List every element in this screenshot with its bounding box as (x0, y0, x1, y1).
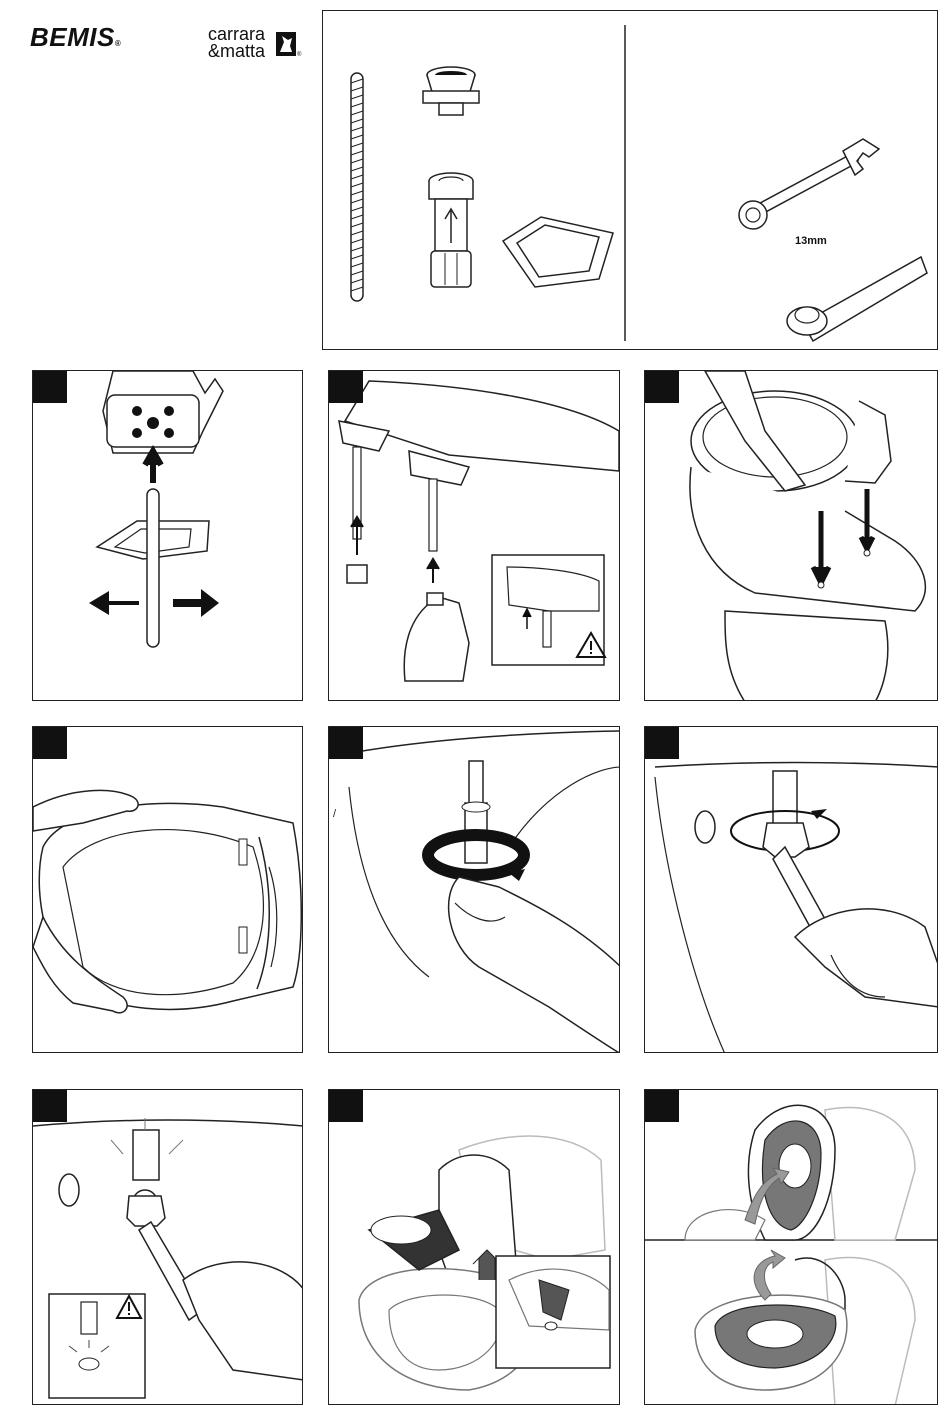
step-3-panel (644, 370, 938, 701)
bemis-logo-text: BEMIS (30, 22, 115, 52)
square-washer-icon (503, 217, 613, 287)
step-6-panel (644, 726, 938, 1053)
socket-tool-icon (787, 257, 927, 341)
step-1-badge (33, 371, 67, 403)
carrara-matta-logo: carrara &matta (208, 26, 265, 60)
step-4-panel (32, 726, 303, 1053)
unicorn-logo-icon (276, 32, 296, 56)
step-4-badge (33, 727, 67, 759)
arrow-left-icon (89, 591, 139, 615)
step-2-badge (329, 371, 363, 403)
threaded-rod-icon (351, 73, 363, 301)
step-5-badge (329, 727, 363, 759)
step-7-badge (33, 1090, 67, 1122)
carrara-registered-mark: ® (297, 52, 301, 58)
step-6-badge (645, 727, 679, 759)
wrench-size-label: 13mm (795, 235, 827, 247)
nut-insert-icon (423, 67, 479, 115)
arrow-right-icon (173, 589, 219, 617)
step-7-panel (32, 1089, 303, 1405)
step-8-badge (329, 1090, 363, 1122)
step-9-panel (644, 1089, 938, 1405)
carrara-logo-line2: &matta (208, 43, 265, 60)
step-1-panel (32, 370, 303, 701)
parts-and-tools-panel: 13mm (322, 10, 938, 350)
bemis-logo: BEMIS® (30, 22, 121, 53)
step-9-badge (645, 1090, 679, 1122)
expansion-anchor-icon (429, 173, 473, 287)
step-5-panel: / (328, 726, 620, 1053)
svg-text:/: / (333, 808, 337, 820)
step-8-panel (328, 1089, 620, 1405)
combination-wrench-icon (739, 139, 879, 229)
bemis-registered-mark: ® (115, 39, 121, 48)
step-3-badge (645, 371, 679, 403)
step-2-panel (328, 370, 620, 701)
